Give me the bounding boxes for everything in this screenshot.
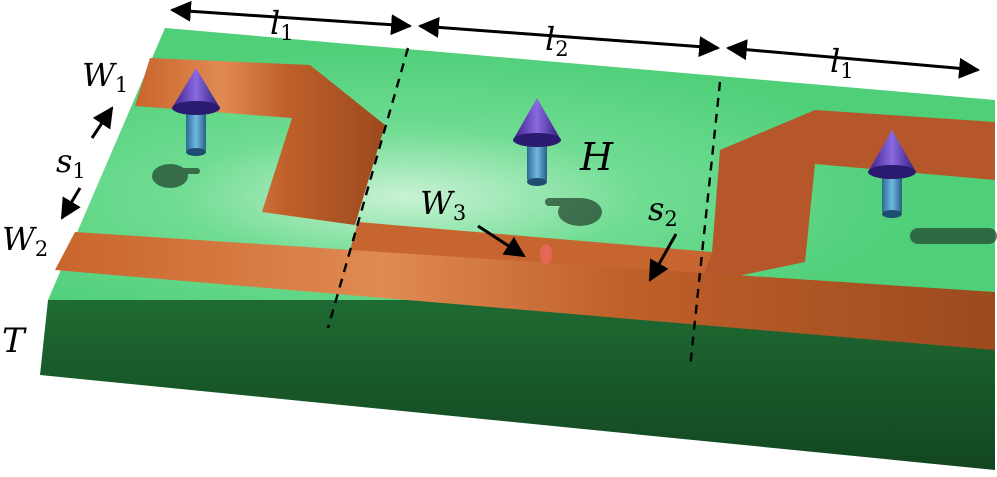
label-w3: W3 [420, 184, 466, 225]
label-l1-right: l1 [830, 42, 854, 83]
shadow-left [152, 164, 188, 188]
pointer-w3 [477, 224, 526, 258]
pointer-s2 [648, 233, 678, 282]
trace-w2-bottom [55, 232, 995, 350]
label-h: H [579, 135, 614, 179]
labels: l1 l2 l1 W1 s1 W2 W3 s2 H T [2, 4, 854, 361]
dim-l1-left [169, 0, 413, 36]
label-l1-left: l1 [270, 4, 294, 45]
trace-w1-right [700, 110, 995, 284]
dim-s1-down [60, 187, 82, 220]
label-l2: l2 [545, 20, 569, 61]
highlight-spot [540, 244, 552, 264]
dim-l1-right [725, 39, 981, 79]
label-t: T [2, 321, 27, 361]
dim-l2 [417, 16, 721, 58]
shadow-right [910, 228, 997, 244]
field-arrow-right [868, 130, 916, 218]
field-arrow-left [172, 68, 220, 156]
dim-s1 [90, 106, 114, 139]
section-dividers [326, 47, 722, 369]
divider-left [326, 47, 410, 329]
field-arrow-center [513, 98, 561, 186]
label-s1: s1 [56, 142, 86, 183]
label-s2: s2 [648, 190, 678, 231]
label-w1: W1 [82, 56, 128, 97]
dimension-arrows [60, 0, 981, 282]
label-w2: W2 [2, 220, 48, 261]
arrow-shadows [152, 164, 997, 244]
substrate-front-face [40, 300, 995, 470]
